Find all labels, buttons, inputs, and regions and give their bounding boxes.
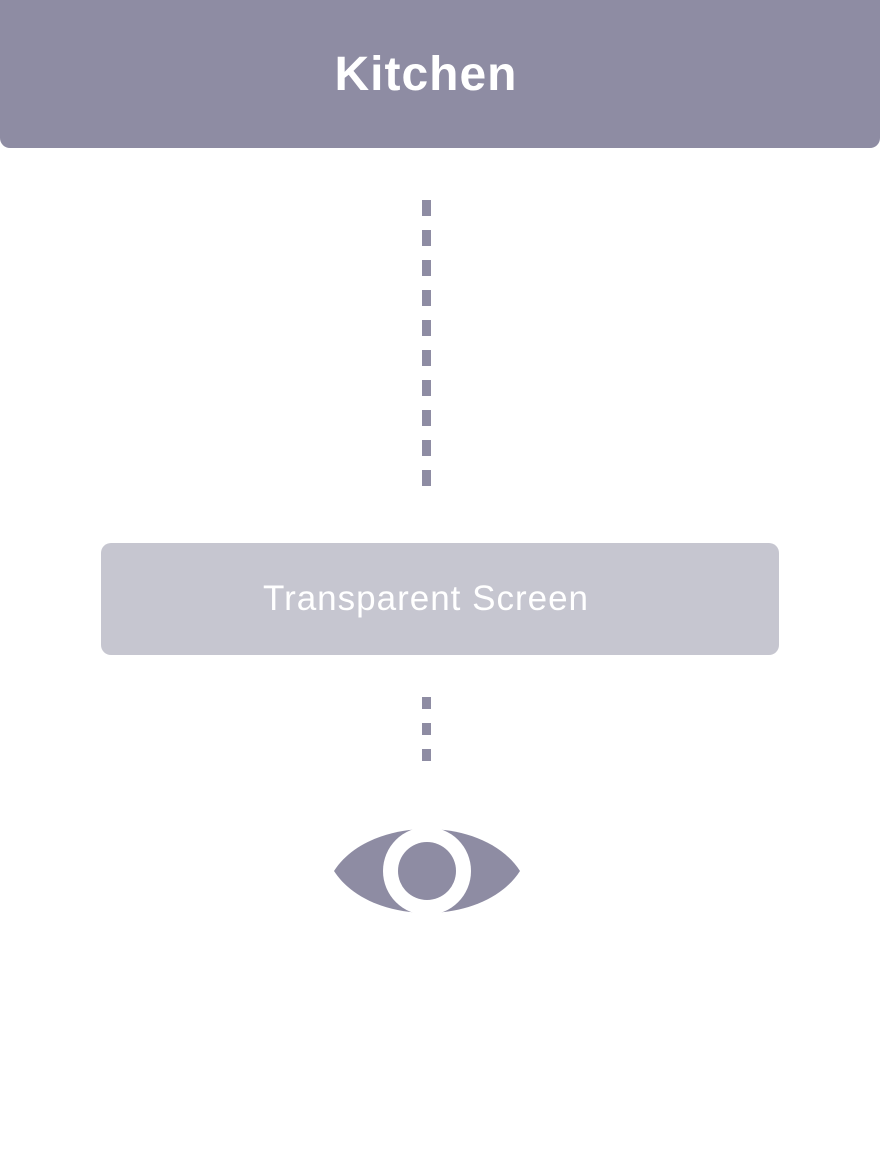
eye-icon [334, 827, 520, 915]
kitchen-box: Kitchen [0, 0, 880, 148]
kitchen-label: Kitchen [334, 47, 518, 101]
dotted-connector-bottom [422, 697, 431, 774]
dotted-connector-top [422, 200, 431, 498]
transparent-screen-label: Transparent Screen [262, 579, 590, 618]
transparent-screen-box: Transparent Screen [101, 543, 779, 655]
